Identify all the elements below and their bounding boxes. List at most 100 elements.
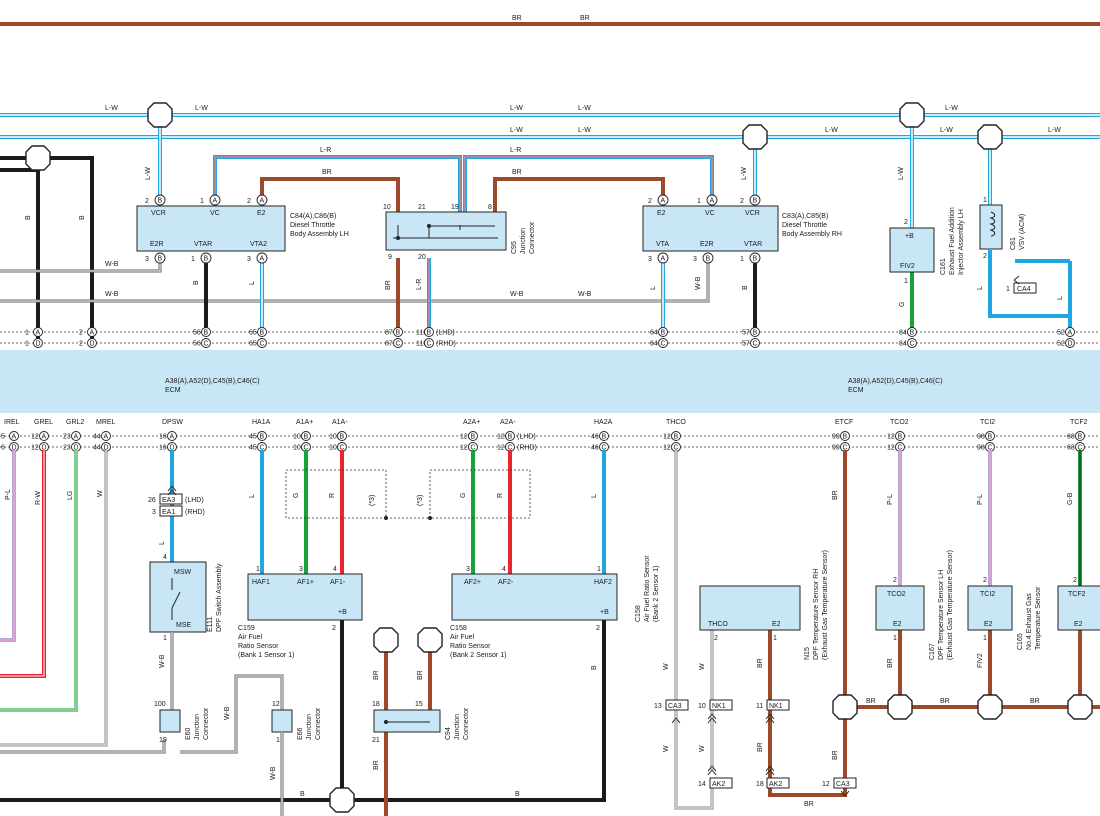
svg-text:B: B bbox=[706, 256, 711, 263]
c167-caption-2: DPF Temperature Sensor LH bbox=[938, 570, 945, 660]
c159-term-haf1: HAF1 bbox=[252, 579, 270, 586]
c159-l-label: L bbox=[249, 494, 256, 498]
ecm-pin-number: 65 bbox=[249, 341, 257, 348]
l-label-2: L bbox=[650, 286, 657, 290]
b-label-1: B bbox=[25, 215, 32, 220]
e111-term-msw: MSW bbox=[174, 569, 192, 576]
ecm-pin-letter: D bbox=[74, 445, 79, 452]
svg-text:8: 8 bbox=[488, 204, 492, 211]
nk1b-label: NK1 bbox=[769, 703, 783, 710]
c84-throttle-body-lh bbox=[136, 205, 286, 252]
ca3b-label: CA3 bbox=[836, 781, 850, 788]
c158-star-note: (*3) bbox=[417, 495, 424, 506]
ecm-pin-letter: A bbox=[170, 434, 175, 441]
ecm-bottom-terminal-name: ETCF bbox=[835, 419, 853, 426]
e66-pin-12: 12 bbox=[272, 701, 280, 708]
nk1b-pin: 11 bbox=[756, 703, 763, 710]
lr-wires bbox=[213, 155, 714, 212]
ecm-pin-number: 87 bbox=[385, 330, 393, 337]
e111-pin-1: 1 bbox=[163, 635, 167, 642]
ecm-pin-letter: D bbox=[1068, 341, 1073, 348]
tco2-br-label: BR bbox=[887, 658, 894, 668]
ecm-pin-circle bbox=[907, 327, 917, 337]
e2-br-label-2: BR bbox=[940, 698, 950, 705]
ca4-pin: 1 bbox=[1006, 286, 1010, 293]
ecm-pin-letter: B bbox=[602, 434, 607, 441]
ecm-pin-number: 87 bbox=[385, 341, 393, 348]
c83-term-e2: E2 bbox=[657, 210, 666, 217]
c84-term-e2r: E2R bbox=[150, 241, 164, 248]
c165-exhaust-temp-sensor bbox=[967, 585, 1013, 631]
c83-term-vta: VTA bbox=[656, 241, 669, 248]
n15-term-thco: THCO bbox=[708, 621, 728, 628]
ecm-bottom-terminal-name: A1A+ bbox=[296, 419, 313, 426]
ecm-pin-number: 84 bbox=[899, 341, 907, 348]
svg-text:A: A bbox=[213, 198, 218, 205]
l-label-1: L bbox=[249, 281, 256, 285]
lw-label-4: L-W bbox=[578, 105, 591, 112]
ecm-bottom-terminal-name: GRL2 bbox=[66, 419, 84, 426]
ecm-pin-letter: C bbox=[304, 445, 309, 452]
n15-dpf-temp-sensor-rh bbox=[699, 585, 801, 631]
ecm-bottom-terminal-name: THCO bbox=[666, 419, 686, 426]
tcf2-term-tcf2: TCF2 bbox=[1068, 591, 1086, 598]
ecm-pin-letter: B bbox=[471, 434, 476, 441]
ecm-pin-letter: B bbox=[843, 434, 848, 441]
ecm-pin-number: 44 bbox=[93, 445, 101, 452]
c159-caption-4: (Bank 1 Sensor 1) bbox=[238, 652, 294, 659]
ecm-pin-letter: C bbox=[988, 445, 993, 452]
c159-af-sensor bbox=[247, 573, 363, 621]
ecm-pin-number: 23 bbox=[63, 445, 71, 452]
ecm-bottom-terminal-name: A1A- bbox=[332, 419, 348, 426]
ecm-pin-letter: C bbox=[260, 445, 265, 452]
e60-caption-3: Connector bbox=[203, 707, 210, 740]
c167-pin-1: 1 bbox=[893, 635, 897, 642]
b-label-4: B bbox=[742, 285, 749, 290]
ecm-bottom-terminal-name: GREL bbox=[34, 419, 53, 426]
c159-caption-1: C159 bbox=[238, 625, 255, 632]
ecm-caption-right-2: ECM bbox=[848, 387, 864, 394]
svg-text:A: A bbox=[661, 198, 666, 205]
ca3b-pin: 12 bbox=[822, 781, 830, 788]
ak2b-label: AK2 bbox=[769, 781, 782, 788]
c161-injector bbox=[889, 227, 935, 273]
ecm-pin-number: 45 bbox=[249, 445, 257, 452]
ak2b-pin: 18 bbox=[756, 781, 764, 788]
c158-b-label: B bbox=[591, 665, 598, 670]
svg-text:3: 3 bbox=[145, 256, 149, 263]
svg-text:2: 2 bbox=[740, 198, 744, 205]
ecm-pin-number: 124 bbox=[887, 445, 899, 452]
coil-icon bbox=[989, 211, 996, 237]
ecm-pin-circle bbox=[301, 431, 311, 441]
ecm-pin-circle bbox=[468, 431, 478, 441]
c95-caption-1: C95 bbox=[511, 241, 518, 254]
c94-pin-21: 21 bbox=[372, 737, 380, 744]
ecm-pin-letter: C bbox=[674, 445, 679, 452]
ecm-body bbox=[0, 350, 1100, 413]
lw-drop-label-2: L-W bbox=[741, 167, 748, 180]
inline-connectors bbox=[167, 275, 1020, 797]
ecm-pin-letter: A bbox=[104, 434, 109, 441]
nk1a-pin: 10 bbox=[698, 703, 706, 710]
n15-caption-1: N15 bbox=[804, 647, 811, 660]
c94-pin-15: 15 bbox=[415, 701, 423, 708]
e111-caption-1: E111 bbox=[207, 617, 214, 632]
c94-br-label-1: BR bbox=[373, 670, 380, 680]
ecm-pin-circle bbox=[895, 431, 905, 441]
pl-label-left: P-L bbox=[5, 489, 12, 500]
ecm-pin-circle bbox=[257, 327, 267, 337]
lw-label-6: L-W bbox=[510, 127, 523, 134]
ecm-pin-letter: B bbox=[910, 330, 915, 337]
tcf2-gb-label: G-B bbox=[1067, 492, 1074, 505]
svg-text:19: 19 bbox=[451, 204, 459, 211]
c158-af-sensor bbox=[451, 573, 618, 621]
ecm-pin-circle bbox=[750, 338, 760, 348]
e66-pin-1: 1 bbox=[276, 737, 280, 744]
c158-shield-box bbox=[429, 469, 531, 519]
c158-term-af2m: AF2- bbox=[498, 579, 514, 586]
ecm-pin-circle bbox=[33, 338, 43, 348]
ecm-pin-number: 125 bbox=[460, 445, 472, 452]
ecm-pin-circle bbox=[1075, 431, 1085, 441]
c158-caption-3: Ratio Sensor bbox=[450, 643, 491, 650]
c84-term-e2: E2 bbox=[257, 210, 266, 217]
